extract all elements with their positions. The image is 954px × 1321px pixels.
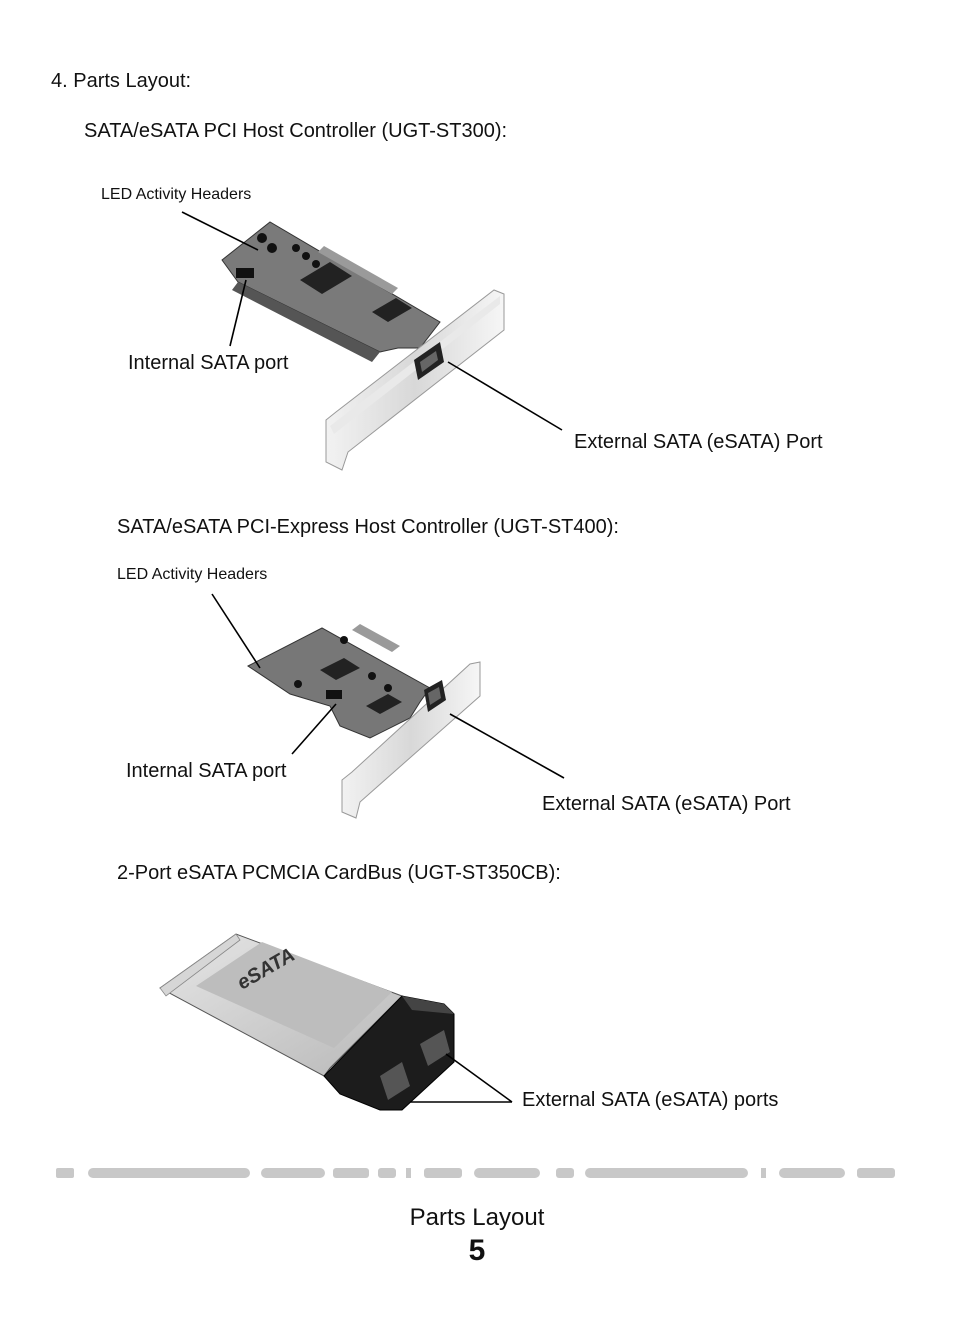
footer-title: Parts Layout	[409, 1204, 545, 1231]
st400-internal-leader-line	[291, 703, 337, 755]
st400-title: SATA/eSATA PCI-Express Host Controller (…	[117, 516, 619, 538]
st400-led-leader-line	[211, 593, 261, 669]
st300-led-label: LED Activity Headers	[101, 186, 252, 203]
st300-card-image	[221, 221, 505, 471]
section-heading: 4. Parts Layout:	[51, 70, 192, 92]
page-number: 5	[468, 1234, 486, 1267]
st350cb-leader-line-diagonal	[445, 1053, 513, 1103]
st300-title: SATA/eSATA PCI Host Controller (UGT-ST30…	[84, 120, 508, 142]
st400-external-leader-line	[449, 713, 565, 779]
st350cb-external-label: External SATA (eSATA) ports	[522, 1089, 779, 1111]
st300-internal-label: Internal SATA port	[128, 352, 289, 374]
st400-internal-label: Internal SATA port	[126, 760, 287, 782]
st400-external-label: External SATA (eSATA) Port	[542, 793, 791, 815]
st300-led-leader-line	[181, 211, 259, 251]
st400-card-image	[247, 624, 481, 819]
st400-led-label: LED Activity Headers	[117, 566, 268, 583]
st300-external-label: External SATA (eSATA) Port	[574, 431, 823, 453]
footer-separator	[56, 1168, 895, 1178]
st300-external-leader-line	[447, 361, 563, 431]
st300-internal-leader-line	[229, 279, 247, 347]
st350cb-card-image: eSATA	[159, 933, 455, 1111]
st350cb-title: 2-Port eSATA PCMCIA CardBus (UGT-ST350CB…	[117, 862, 561, 884]
